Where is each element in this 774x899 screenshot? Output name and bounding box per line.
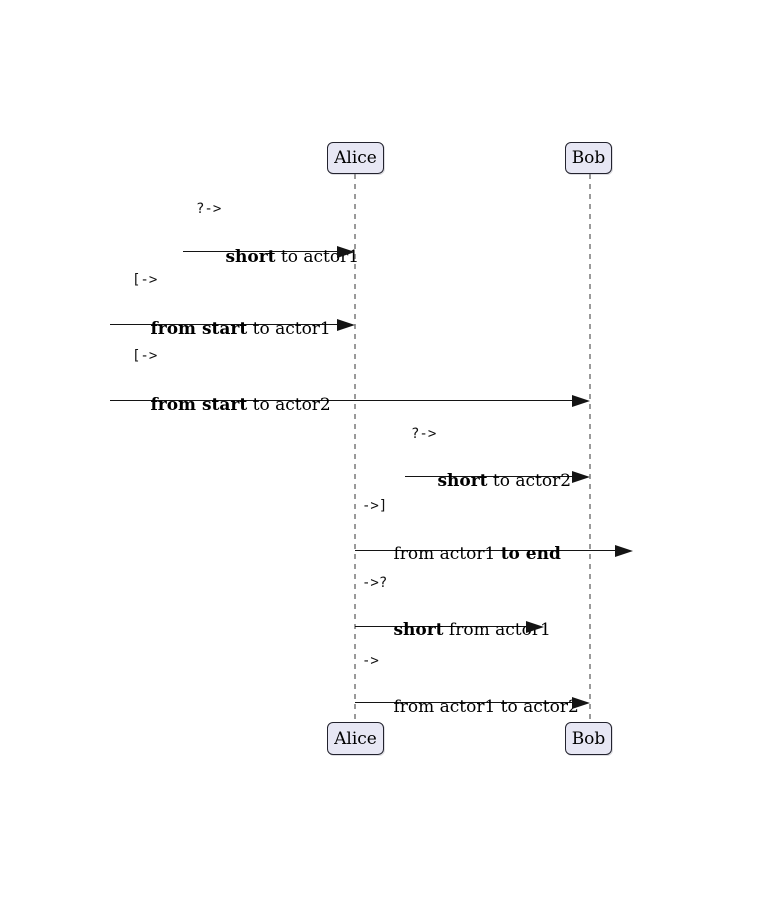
message-operator: ->]: [362, 498, 388, 514]
message-arrow-line: [405, 476, 584, 477]
actor-label: Bob: [571, 148, 606, 168]
message-label: short to actor2: [437, 471, 572, 491]
arrowhead-icon: [572, 471, 590, 483]
message-label: from start to actor1: [150, 319, 331, 339]
message-arrow-line: [110, 324, 349, 325]
message-operator: ->?: [362, 575, 388, 591]
arrowhead-icon: [615, 545, 633, 557]
message-arrow-line: [183, 251, 349, 252]
message-operator: ->: [362, 653, 379, 669]
message-operator: [->: [132, 348, 158, 364]
actor-box-alice-top: Alice: [327, 142, 384, 174]
message-arrow-line: [355, 626, 538, 627]
lifeline-bob: [589, 174, 591, 722]
message-label: short from actor1: [393, 620, 551, 640]
arrowhead-icon: [337, 319, 355, 331]
message-arrow-line: [355, 550, 627, 551]
actor-box-bob-top: Bob: [565, 142, 612, 174]
actor-box-bob-bottom: Bob: [565, 722, 612, 755]
message-label: from actor1 to end: [393, 544, 561, 564]
arrowhead-icon: [526, 621, 544, 633]
actor-label: Alice: [334, 728, 377, 749]
arrowhead-icon: [572, 697, 590, 709]
actor-box-alice-bottom: Alice: [327, 722, 384, 755]
message-arrow-line: [355, 702, 584, 703]
arrowhead-icon: [572, 395, 590, 407]
message-label: from actor1 to actor2: [393, 697, 579, 717]
message-label: from start to actor2: [150, 395, 331, 415]
message-operator: ?->: [196, 201, 222, 217]
message-operator: [->: [132, 272, 158, 288]
message-label: short to actor1: [225, 247, 360, 267]
message-operator: ?->: [411, 426, 437, 442]
message-arrow-line: [110, 400, 584, 401]
actor-label: Bob: [571, 728, 606, 749]
arrowhead-icon: [337, 246, 355, 258]
actor-label: Alice: [334, 148, 377, 168]
lifeline-alice: [354, 174, 356, 722]
